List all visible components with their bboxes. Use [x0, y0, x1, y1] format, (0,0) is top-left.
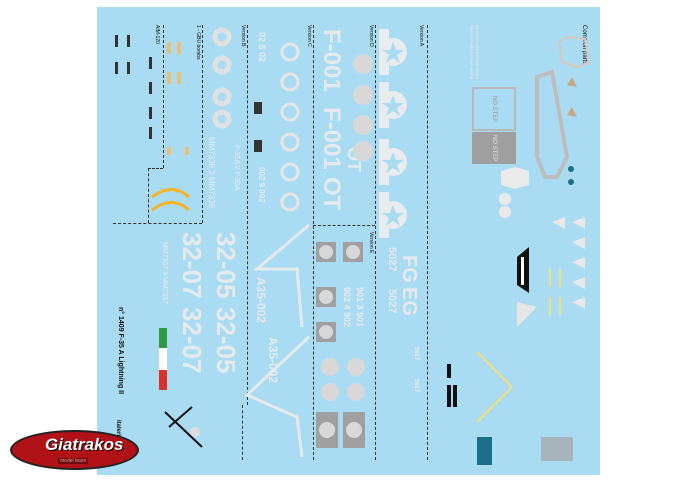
sheet-title: n° 1409 F-35 A Lightning II — [117, 307, 124, 395]
marking-902: 902 4 902 — [342, 287, 352, 328]
no-step-text: NO STEP — [491, 134, 497, 162]
danger-arresting-hook: DANGER ARRESTING HOOK — [475, 25, 480, 80]
marking-ot: OT — [318, 177, 345, 211]
marking-32-07: 32-07 — [177, 232, 207, 299]
marking-32-07: 32-07 — [177, 307, 207, 374]
marking-f001: F-001 — [318, 29, 345, 92]
marking-f35a: F-35A 2 F-35A — [233, 145, 240, 191]
section-version-a: Version A — [418, 25, 424, 47]
marking-fg: FG — [398, 255, 420, 283]
decal-sheet: Version B Version C Version D Version A … — [97, 7, 600, 475]
no-step-filled-decal: NO STEP — [472, 132, 516, 164]
logo-brand-text: Giatrakos — [45, 435, 124, 454]
divider — [375, 25, 376, 460]
no-step-text: NO STEP — [491, 95, 497, 123]
italian-flag — [159, 328, 167, 390]
section-version-e: Version E — [368, 232, 374, 254]
marking-a35-002: A35-002 — [254, 277, 268, 324]
marking-32-05: 32-05 — [211, 307, 241, 374]
divider — [427, 25, 428, 460]
marking-5027: 5027 — [386, 247, 398, 272]
section-gbu: 1 - GBU bombs — [195, 25, 201, 60]
section-version-c: Version C — [306, 25, 312, 47]
marking-901: 901 3 901 — [355, 287, 365, 328]
divider — [148, 168, 163, 169]
divider — [163, 25, 164, 168]
italeri-logo: italeri — [115, 420, 121, 437]
marking-5027: 5027 — [386, 289, 398, 314]
marking-mm7336: MM7336 3 MM7336 — [207, 137, 216, 209]
divider — [247, 25, 248, 405]
divider — [202, 25, 203, 223]
marking-02: 02 5 02 — [257, 32, 267, 63]
giatrakos-logo: Giatrakos model team — [10, 430, 139, 470]
marking-5027: 5027 — [413, 347, 419, 361]
marking-5027: 5027 — [413, 379, 419, 393]
section-common-parts: Common parts — [581, 25, 587, 65]
marking-a35-002: A35-002 — [266, 337, 280, 384]
marking-32-05: 32-05 — [211, 232, 241, 299]
section-version-d: Version D — [368, 25, 374, 47]
marking-f001: F-001 — [318, 107, 345, 170]
section-aim: AIM-120 — [154, 25, 160, 44]
divider — [313, 225, 375, 226]
marking-mm7357: MM7357 9 MM7357 — [161, 242, 168, 305]
divider — [113, 223, 202, 224]
no-step-outline-decal: NO STEP — [472, 87, 516, 131]
marking-002: 002 9 002 — [257, 167, 266, 203]
section-version-b: Version B — [240, 25, 246, 47]
divider — [148, 168, 149, 223]
danger-arresting-hook: DANGER ARRESTING HOOK — [469, 25, 474, 80]
logo-sub-text: model team — [58, 458, 89, 464]
divider — [313, 25, 314, 460]
marking-eg: EG — [398, 287, 420, 316]
decal-artwork — [115, 27, 591, 465]
divider — [242, 405, 243, 460]
